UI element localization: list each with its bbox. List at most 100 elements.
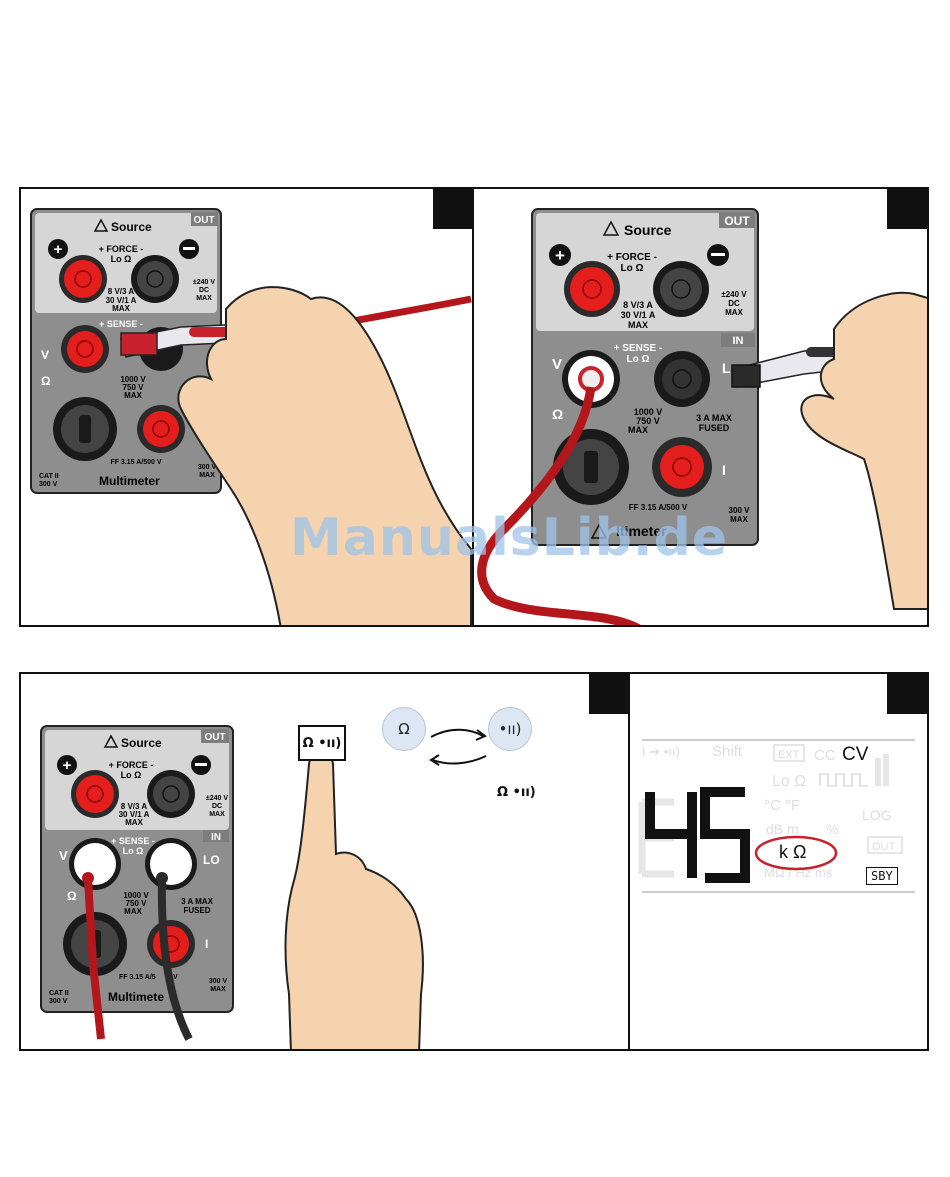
black-test-lead [157, 878, 193, 1041]
i-rating-1: 300 V [729, 506, 751, 515]
lo-ohm-sense-label: Lo Ω [123, 846, 144, 856]
cat-label-1: CAT II [49, 990, 69, 997]
meas-rating-1: 1000 V [123, 891, 149, 900]
dc-rating-2: DC [728, 299, 740, 308]
force-rating-1: 8 V/3 A [623, 300, 653, 310]
i-rating-1: 300 V [209, 978, 228, 985]
in-tag: IN [211, 832, 221, 843]
force-rating-2: 30 V/1 A [106, 296, 137, 305]
meas-rating-max: MAX [124, 907, 142, 916]
plus-icon [57, 755, 77, 775]
out-tag: OUT [193, 215, 214, 226]
svg-text:+: + [63, 757, 72, 774]
cycle-arrow-bottom [432, 755, 487, 765]
amax-label-2: FUSED [183, 906, 210, 915]
step-marker [433, 189, 473, 229]
fuse-label: FF 3.15 A/5 [119, 974, 156, 981]
i-rating-2: MAX [730, 515, 748, 524]
cycle-arrow-top [430, 728, 484, 738]
ghost-ext: EXT [778, 749, 800, 761]
multimeter-label: Multimete [108, 990, 164, 1004]
front-panel: OUT Source + + FORCE - Lo Ω 8 V/3 A 30 V… [531, 208, 759, 546]
meas-rating-2: 750 V [126, 899, 148, 908]
continuity-mode-indicator: •ıı) [488, 707, 532, 751]
i-label: I [205, 937, 208, 951]
lo-label: LO [203, 853, 220, 867]
ohm-mode-indicator: Ω [382, 707, 426, 751]
hand [800, 291, 927, 610]
ghost-shift: Shift [712, 743, 743, 760]
ohm-continuity-button-label: Ω •ıı) [302, 735, 342, 751]
source-title: Source [624, 222, 672, 238]
ohm-mode-label: Ω [398, 720, 410, 738]
watermark: ManualsLib.de [290, 508, 729, 568]
multimeter-label: Multimeter [99, 474, 160, 488]
cat-label-1: CAT II [39, 473, 59, 480]
force-rating-max: MAX [125, 818, 143, 827]
dc-rating-2: DC [199, 287, 209, 294]
step-panel-4: I ➔ •ıı) Shift EXT CC Lo Ω °C °F LOG dB … [628, 672, 929, 1051]
fuse-label: FF 3.15 A/500 V [110, 459, 161, 466]
plus-icon [549, 244, 571, 266]
unit-highlight-circle [754, 835, 838, 871]
dc-rating-1: ±240 V [206, 795, 228, 802]
lo-ohm-force-label: Lo Ω [121, 770, 142, 780]
ohm-label: Ω [67, 889, 77, 903]
v-label: V [552, 356, 562, 373]
cat-label-2: 300 V [39, 481, 58, 488]
force-rating-max: MAX [628, 320, 648, 330]
step-marker [887, 189, 927, 229]
selected-mode-caption: Ω •ıı) [497, 785, 536, 800]
i-rating-2: MAX [210, 986, 226, 993]
step-panel-2: OUT Source + + FORCE - Lo Ω 8 V/3 A 30 V… [472, 187, 929, 627]
v-label: V [41, 348, 49, 362]
red-test-lead [477, 386, 641, 625]
i-rating-2: MAX [199, 472, 215, 479]
panel-3-illustration: OUT Source + + FORCE - Lo Ω 8 V/3 A 30 V… [40, 725, 487, 1049]
sby-label: SBY [866, 867, 898, 885]
dc-rating-3: MAX [209, 811, 225, 818]
meas-rating-1: 1000 V [120, 375, 146, 384]
force-rating-1: 8 V/3 A [108, 287, 135, 296]
warning-icon [93, 218, 109, 232]
source-title: Source [121, 736, 162, 750]
dc-rating-3: MAX [196, 295, 212, 302]
lcd-display: I ➔ •ıı) Shift EXT CC Lo Ω °C °F LOG dB … [638, 739, 915, 893]
cat-label-2: 300 V [49, 998, 68, 1005]
pointing-hand [284, 749, 424, 1049]
ohm-label: Ω [552, 406, 563, 422]
lo-ohm-force-label: Lo Ω [111, 254, 132, 264]
fuse-label-tail: V [173, 974, 178, 981]
amax-label-1: 3 A MAX [696, 413, 732, 423]
step-marker [589, 674, 629, 714]
unit-label: k Ω [779, 842, 807, 862]
step-panel-1: OUT Source + + FORCE - Lo Ω 8 V/3 A 30 V… [19, 187, 475, 627]
panel-1-illustration: OUT Source + + FORCE - Lo Ω 8 V/3 A 30 V… [30, 208, 472, 625]
lo-ohm-sense-label: Lo Ω [626, 354, 649, 365]
force-label: + FORCE - [607, 252, 657, 263]
ohm-continuity-button[interactable]: Ω •ıı) [298, 725, 346, 761]
dc-rating-2: DC [212, 803, 222, 810]
ghost-out: OUT [872, 841, 896, 853]
meas-rating-2: 750 V [123, 383, 145, 392]
meas-rating-1: 1000 V [634, 407, 663, 417]
reading-digits [645, 787, 750, 883]
ohm-label: Ω [41, 374, 51, 388]
ghost-log: LOG [862, 807, 892, 823]
force-rating-2: 30 V/1 A [621, 310, 656, 320]
sense-label: + SENSE - [614, 343, 663, 354]
i-rating-1: 300 V [198, 464, 217, 471]
force-label: + FORCE - [109, 760, 154, 770]
panel-2-illustration: OUT Source + + FORCE - Lo Ω 8 V/3 A 30 V… [477, 208, 927, 625]
amax-label-1: 3 A MAX [181, 897, 214, 906]
source-title: Source [111, 220, 152, 234]
v-label: V [59, 848, 68, 863]
front-panel: OUT Source + + FORCE - Lo Ω 8 V/3 A 30 V… [40, 725, 234, 1013]
sense-label: + SENSE - [111, 836, 155, 846]
svg-text:+: + [54, 241, 63, 258]
i-label: I [722, 462, 726, 478]
meas-rating-max: MAX [124, 391, 142, 400]
hand [177, 286, 472, 625]
force-rating-2: 30 V/1 A [119, 810, 150, 819]
dc-rating-1: ±240 V [193, 279, 215, 286]
